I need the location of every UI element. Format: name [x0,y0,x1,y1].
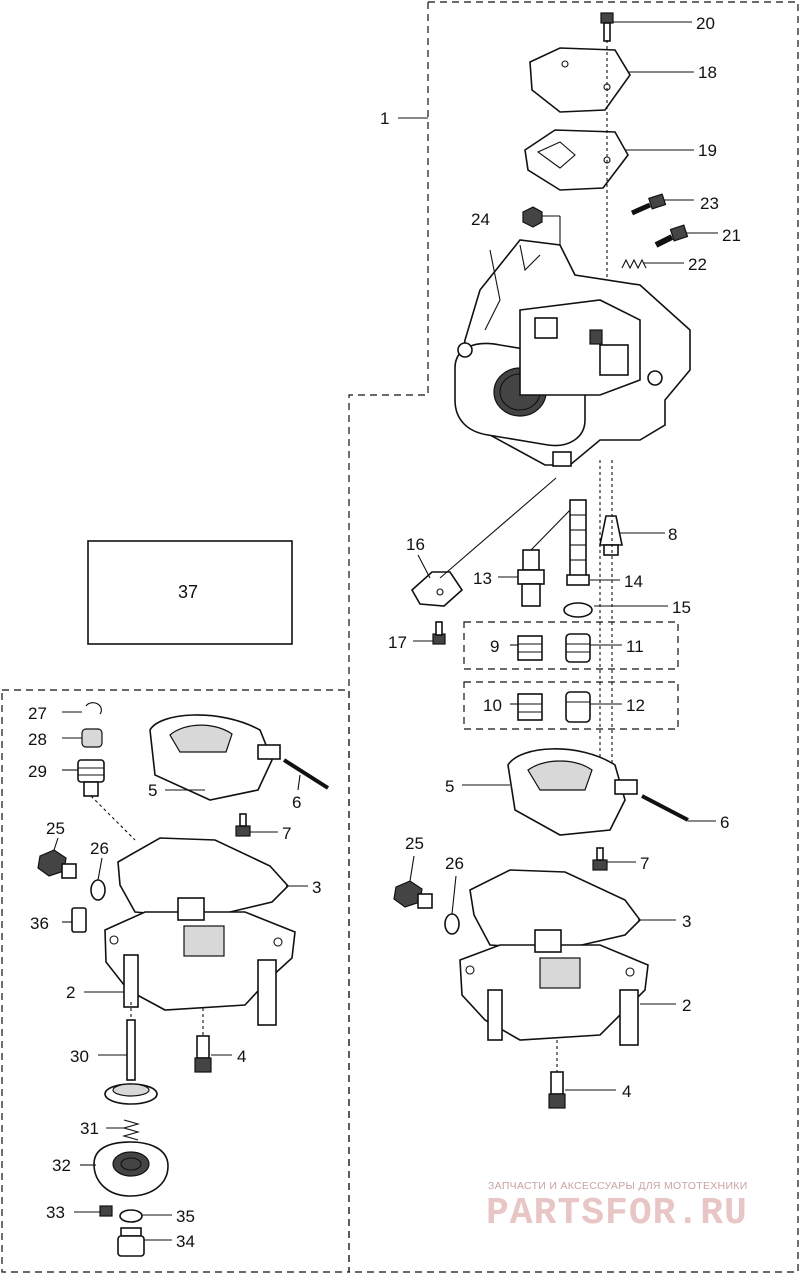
callout-26-right: 26 [445,854,464,873]
callout-18: 18 [698,63,717,82]
part-19-gasket [524,129,694,191]
callout-9: 9 [490,637,499,656]
part-18-cover-plate [529,47,694,113]
callout-7-left: 7 [282,824,291,843]
watermark-tagline: ЗАПЧАСТИ И АКСЕССУАРЫ ДЛЯ МОТОТЕХНИКИ [488,1180,748,1192]
callout-8: 8 [668,525,677,544]
callout-17: 17 [388,633,407,652]
callout-1: 1 [380,109,389,128]
part-17-screw [413,621,446,645]
callout-30: 30 [70,1047,89,1066]
part-28-cap [62,728,103,748]
part-4-screw-left [194,1008,232,1073]
callout-31: 31 [80,1119,99,1138]
part-5-float-right [462,748,638,836]
callout-24: 24 [471,210,490,229]
callout-6-left: 6 [292,793,301,812]
callout-16: 16 [406,535,425,554]
part-4-screw-right [548,1040,616,1109]
callout-5-right: 5 [445,777,454,796]
part-2-float-bowl-left [84,897,296,1026]
part-9-jet [510,635,543,661]
part-3-gasket-left [117,837,308,919]
part-15-o-ring [563,602,668,618]
callout-19: 19 [698,141,717,160]
callout-7-right: 7 [640,854,649,873]
part-6-pin-left [282,758,330,791]
part-34-plug [117,1227,172,1257]
part-8-needle-valve [599,515,665,556]
watermark-brand: PARTSFOR.RU [486,1192,748,1235]
part-10-jet [510,693,543,721]
part-11-jet [565,633,622,663]
callout-10: 10 [483,696,502,715]
part-14-emulsion-tube [566,499,620,586]
part-23-screw [630,193,694,216]
callout-6-right: 6 [720,813,729,832]
callout-32: 32 [52,1156,71,1175]
callout-3-left: 3 [312,878,321,897]
callout-2-left: 2 [66,983,75,1002]
callout-25-right: 25 [405,834,424,853]
callout-20: 20 [696,14,715,33]
callout-14: 14 [624,572,643,591]
part-27-clip [62,702,102,715]
callout-13: 13 [473,569,492,588]
part-37-label: 37 [178,582,198,602]
part-29-valve [62,759,136,841]
callout-35: 35 [176,1207,195,1226]
part-6-pin-right [641,794,716,822]
callout-11: 11 [626,637,644,656]
part-2-float-bowl-right [459,929,676,1046]
part-7-screw-right [592,847,636,871]
part-12-jet [565,691,622,723]
part-32-cover [80,1141,169,1197]
part-16-bracket [410,477,557,607]
part-7-screw-left [235,813,278,837]
part-21-screw [654,224,718,248]
part-31-spring [106,1119,141,1141]
callout-12: 12 [626,696,645,715]
callout-21: 21 [722,226,741,245]
part-26-washer-left [90,857,106,901]
callout-34: 34 [176,1232,195,1251]
callout-36: 36 [30,914,49,933]
callout-25-left: 25 [46,819,65,838]
part-26-washer-right [444,875,460,935]
part-25-plug-left [37,837,77,879]
part-37-box: 37 [87,540,293,645]
callout-27: 27 [28,704,47,723]
callout-22: 22 [688,255,707,274]
part-22-spring [621,258,684,270]
part-36-pin [62,907,87,933]
callout-4-right: 4 [622,1082,631,1101]
callout-26-left: 26 [90,839,109,858]
callout-28: 28 [28,730,47,749]
callout-23: 23 [700,194,719,213]
part-33-screw [74,1205,113,1217]
part-13-jet [498,504,576,607]
callout-labels: 1 20 18 19 23 21 22 24 16 8 13 14 15 17 … [28,14,741,1251]
part-35-washer [119,1209,172,1223]
part-3-gasket-right [469,869,676,951]
part-30-plunger [98,1002,158,1105]
part-25-plug-right [393,855,433,909]
callout-5-left: 5 [148,781,157,800]
part-5-float-left [149,714,281,801]
part-20-screw [600,12,692,42]
carburetor-body [454,239,691,467]
callout-33: 33 [46,1203,65,1222]
callout-4-left: 4 [237,1047,246,1066]
callout-15: 15 [672,598,691,617]
callout-3-right: 3 [682,912,691,931]
callout-29: 29 [28,762,47,781]
callout-2-right: 2 [682,996,691,1015]
